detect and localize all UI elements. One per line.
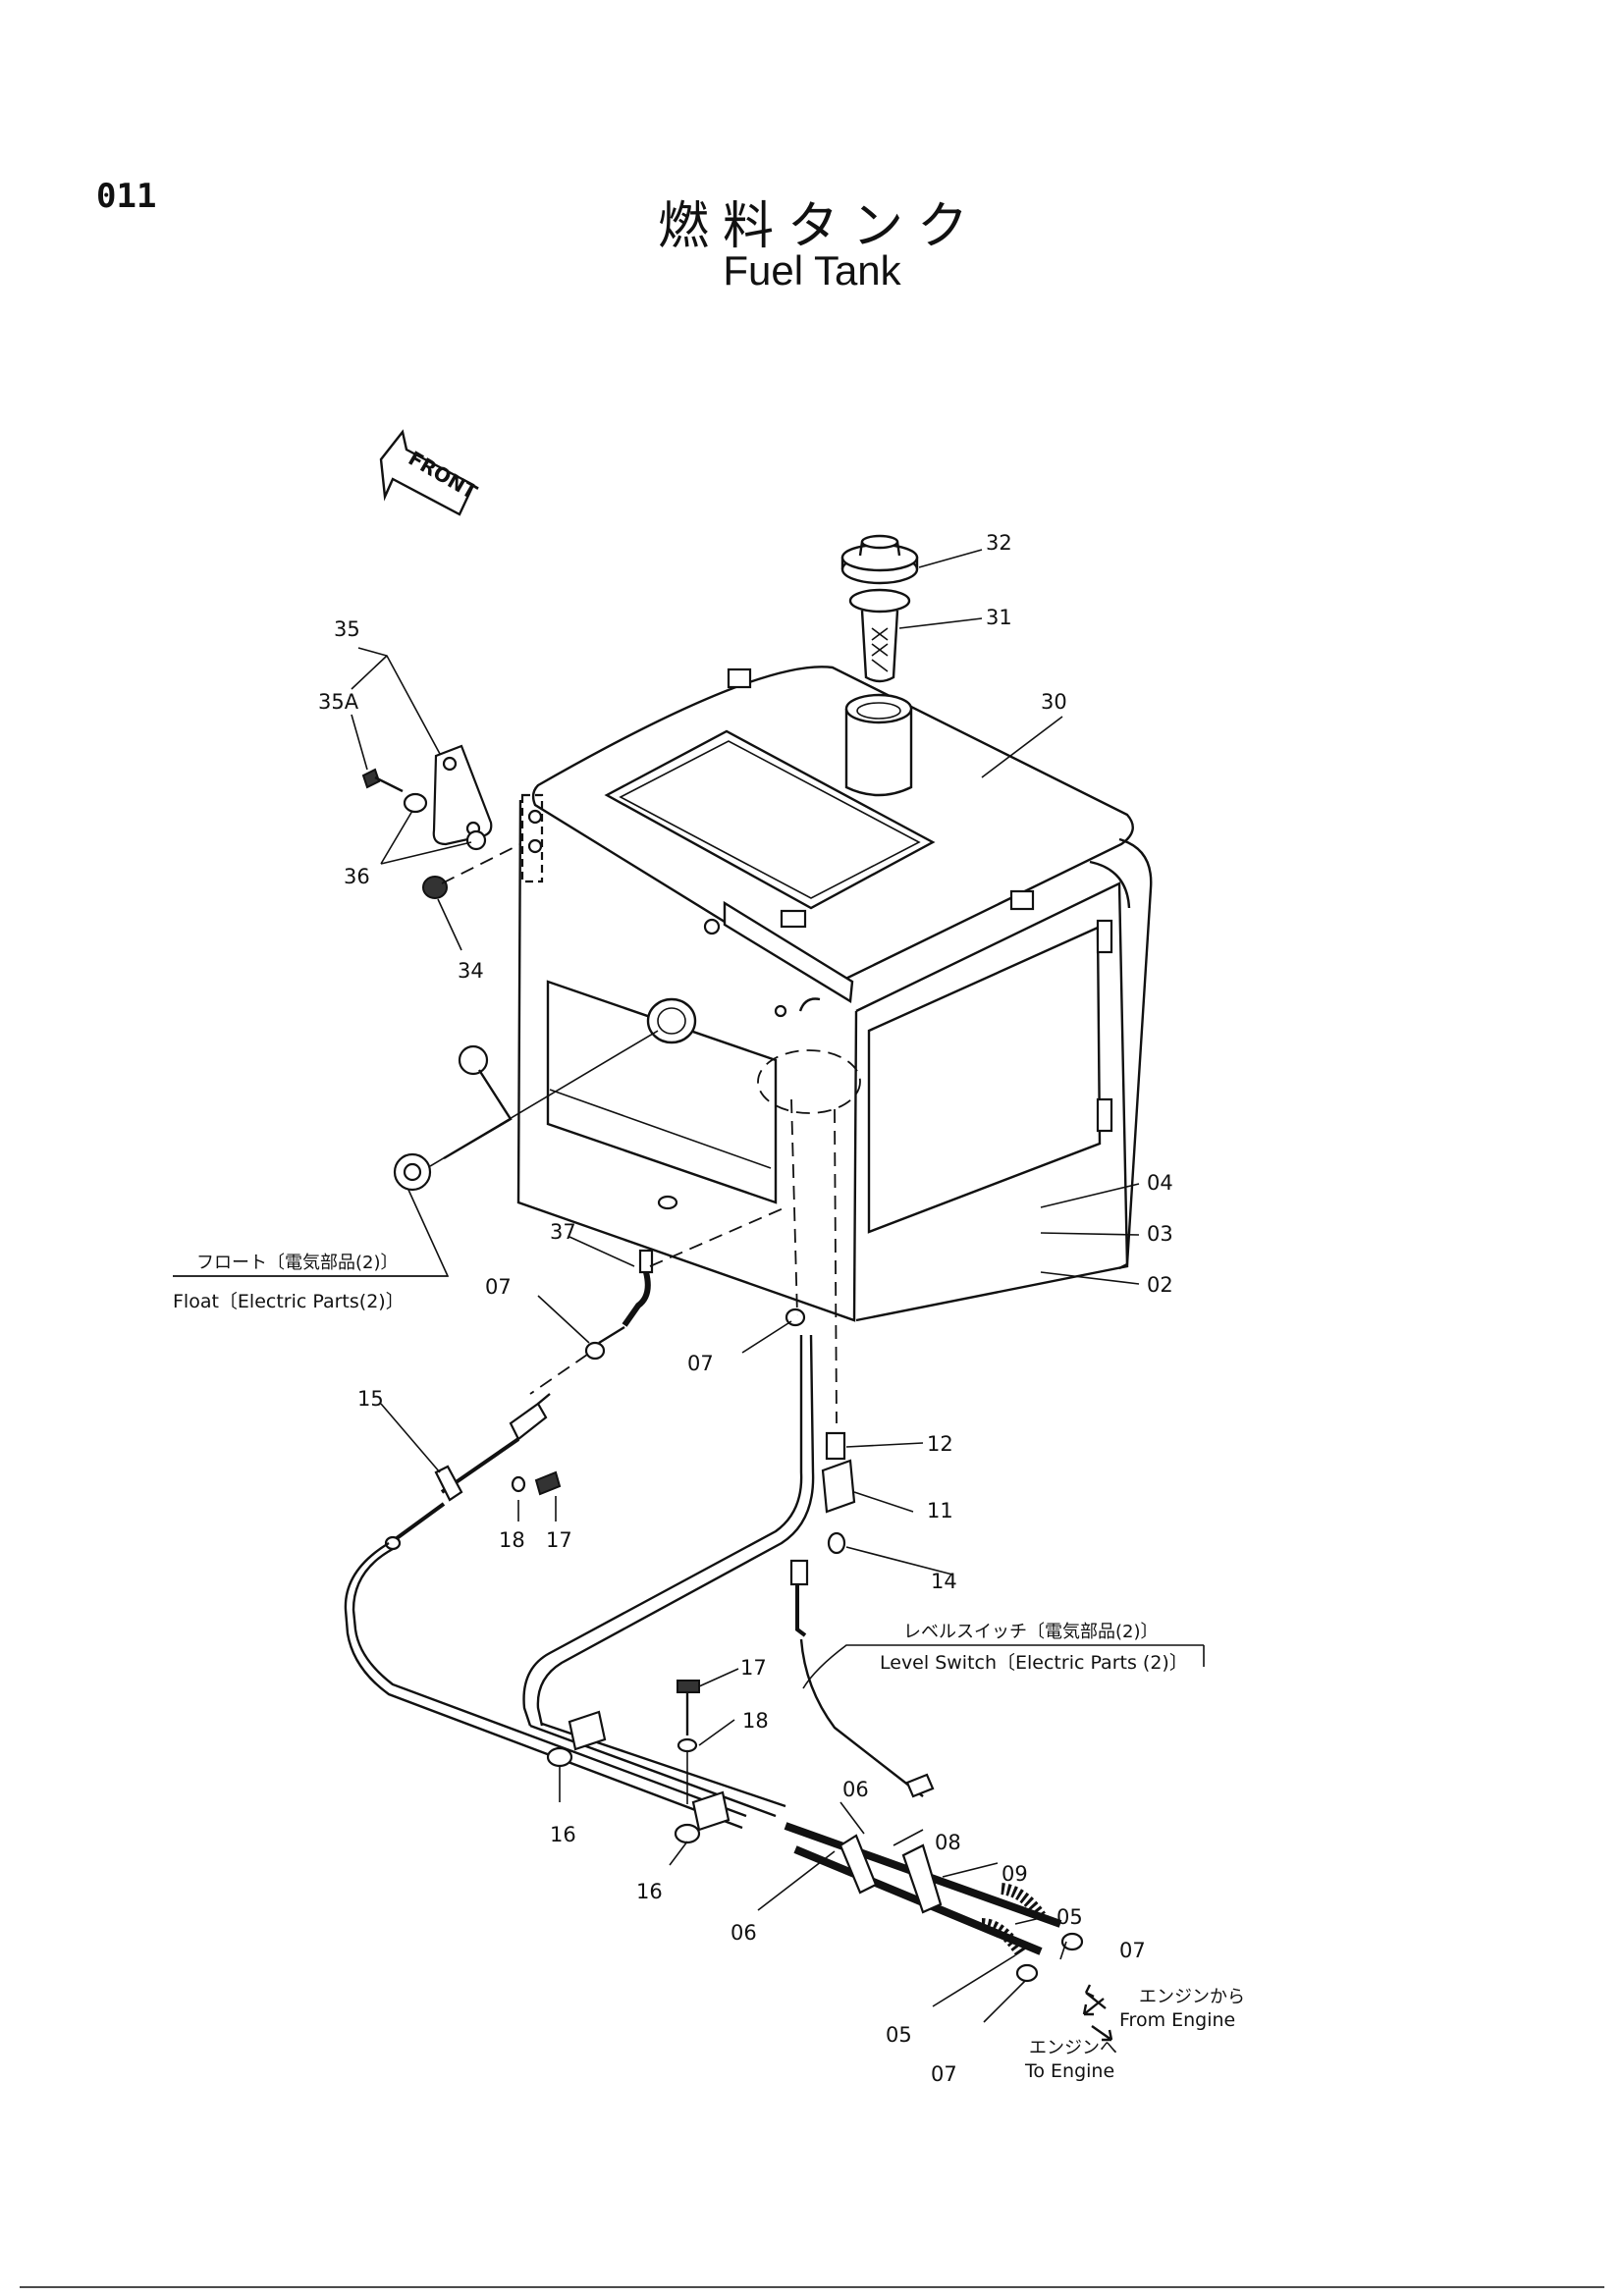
from-engine-note-jp: エンジンから	[1139, 1987, 1245, 2007]
label-12: 12	[927, 1432, 953, 1456]
label-07-lower-right: 07	[1119, 1939, 1146, 1962]
label-35a: 35A	[318, 690, 359, 714]
from-engine-note-en: From Engine	[1119, 2009, 1235, 2031]
page-title-japanese: 燃料タンク	[657, 197, 982, 256]
dashed-leader-lines	[529, 1098, 838, 1424]
label-17-center: 17	[740, 1656, 767, 1680]
suction-hose-fitting	[384, 1393, 562, 1551]
bracket-assembly	[361, 744, 521, 899]
float-note-jp: フロート〔電気部品(2)〕	[196, 1253, 399, 1273]
return-fittings	[821, 1431, 856, 1555]
fuel-tank-body	[516, 666, 1153, 1322]
front-direction-arrow: FRONT	[379, 429, 481, 516]
label-18-left: 18	[499, 1528, 525, 1552]
label-14: 14	[931, 1570, 957, 1593]
label-17-left: 17	[546, 1528, 572, 1552]
label-leader-lines	[173, 549, 1205, 2023]
label-04: 04	[1147, 1171, 1173, 1195]
reference-notes: フロート〔電気部品(2)〕 Float〔Electric Parts(2)〕 レ…	[173, 1253, 1245, 2082]
to-engine-note-en: To Engine	[1024, 2060, 1114, 2082]
float-note-en: Float〔Electric Parts(2)〕	[173, 1291, 405, 1312]
fuel-pipes	[344, 1334, 815, 1830]
fuel-strainer	[848, 588, 911, 683]
page-number: 011	[96, 177, 157, 216]
label-34: 34	[458, 959, 484, 983]
label-11: 11	[927, 1499, 953, 1522]
label-08: 08	[935, 1831, 961, 1854]
float-unit	[393, 1030, 659, 1192]
level-switch-note-en: Level Switch〔Electric Parts (2)〕	[880, 1652, 1188, 1674]
label-07-upper-right: 07	[687, 1352, 714, 1375]
label-07-upper-left: 07	[485, 1275, 512, 1299]
label-36: 36	[344, 865, 370, 888]
label-03: 03	[1147, 1222, 1173, 1246]
hose-ends	[784, 1822, 1107, 2009]
fuel-cap	[840, 534, 919, 585]
pipe-clamps	[546, 1680, 731, 1844]
label-37: 37	[550, 1220, 576, 1244]
label-06-upper: 06	[842, 1778, 869, 1801]
label-31: 31	[986, 606, 1012, 629]
level-switch	[789, 1559, 935, 1798]
label-07-lower: 07	[931, 2062, 957, 2086]
label-15: 15	[357, 1387, 384, 1411]
label-16-center: 16	[636, 1880, 663, 1903]
to-engine-note-jp: エンジンへ	[1029, 2038, 1117, 2058]
label-02: 02	[1147, 1273, 1173, 1297]
label-09: 09	[1001, 1862, 1028, 1886]
page-title-english: Fuel Tank	[723, 247, 901, 294]
label-18-center: 18	[742, 1709, 769, 1733]
label-06-lower: 06	[731, 1921, 757, 1945]
label-32: 32	[986, 531, 1012, 555]
label-05-lower: 05	[886, 2023, 912, 2047]
part-number-labels: 32 31 30 35 35A 36 34 04 03 02 37 07 07 …	[318, 531, 1173, 2086]
label-35: 35	[334, 617, 360, 641]
level-switch-note-jp: レベルスイッチ〔電気部品(2)〕	[903, 1622, 1159, 1642]
label-16-left: 16	[550, 1823, 576, 1846]
label-05-upper: 05	[1056, 1905, 1083, 1929]
flow-arrows	[1082, 1998, 1113, 2042]
suction-elbow	[598, 1206, 786, 1345]
label-30: 30	[1041, 690, 1067, 714]
